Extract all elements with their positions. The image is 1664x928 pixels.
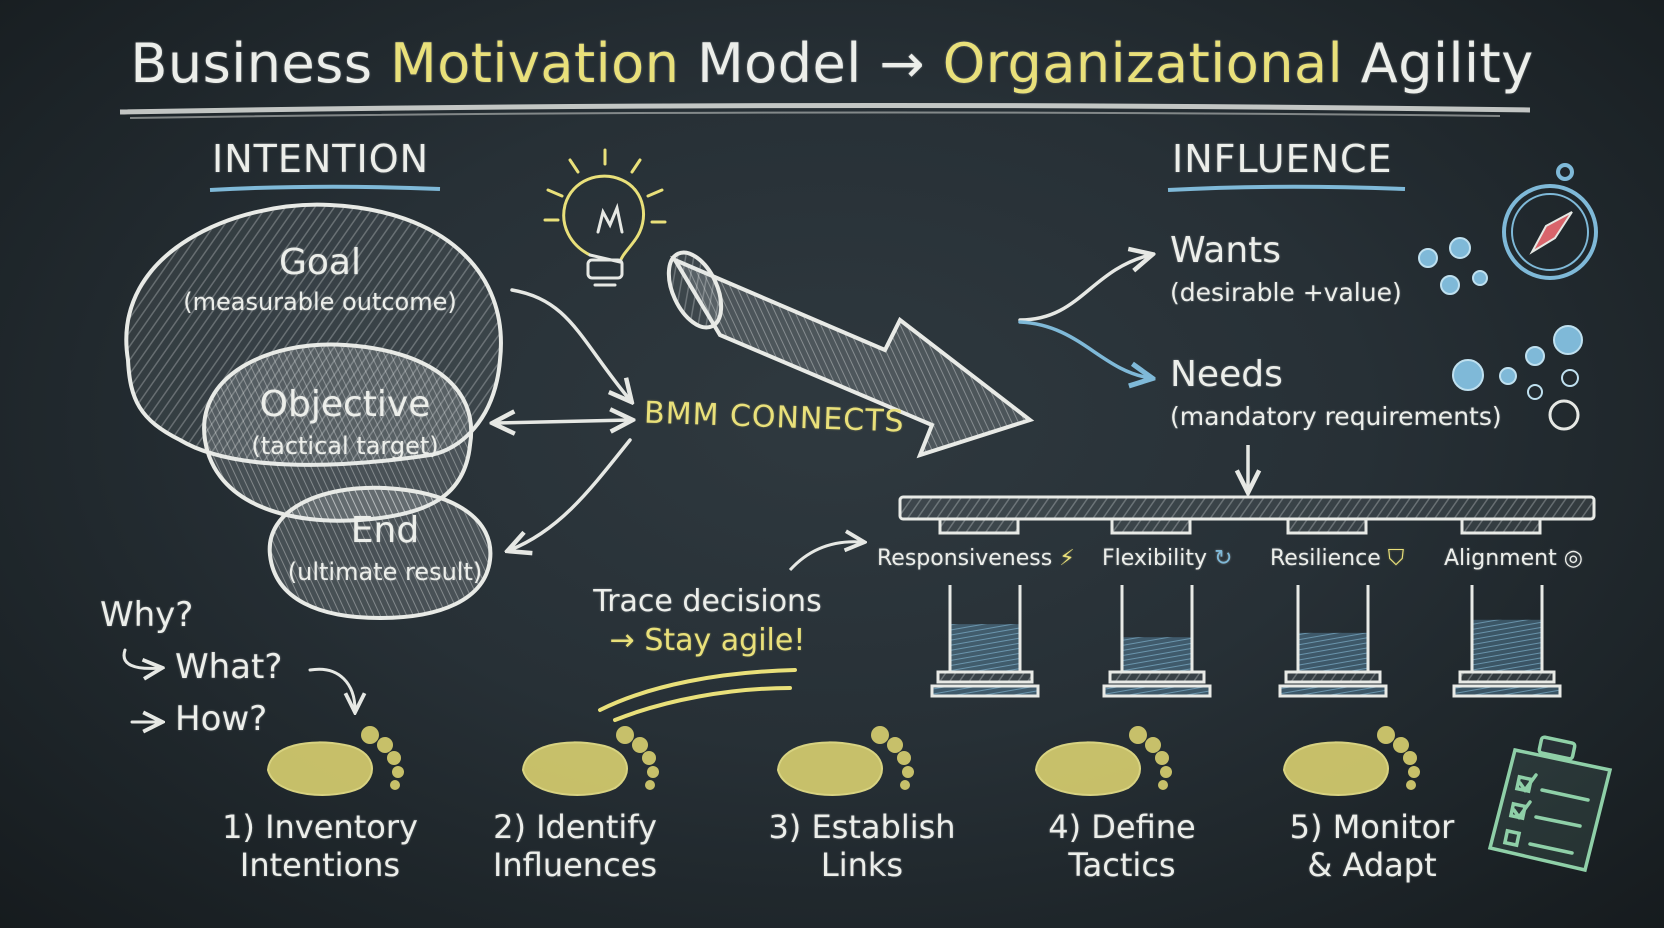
pillar-base (1284, 670, 1382, 684)
step-4-line-1: 4) Define (1048, 808, 1196, 846)
trace-arrow (788, 542, 862, 572)
flexibility-text: Flexibility (1102, 546, 1207, 571)
agility-label-alignment: Alignment ◎ (1444, 547, 1583, 570)
footprint-icon (1034, 726, 1172, 796)
step-4-line-2: Tactics (1068, 846, 1176, 885)
connect-arrows (495, 288, 630, 550)
shield-icon: ⛉ (1387, 546, 1405, 571)
intention-header: INTENTION (212, 137, 430, 181)
agility-label-resilience: Resilience ⛉ (1270, 547, 1404, 570)
step-3-line-1: 3) Establish (768, 808, 956, 846)
needs-label: Needs (1170, 354, 1283, 395)
lightbulb-icon (543, 148, 667, 287)
pillar-base (1108, 670, 1206, 684)
pillar-responsiveness (930, 585, 1040, 698)
pillar-plinth (1452, 684, 1562, 698)
end-label: End (350, 510, 420, 551)
pillar-alignment (1452, 585, 1562, 698)
objective-label: Objective (259, 384, 431, 425)
footprint-icon (266, 726, 404, 796)
step-1: 1) Inventory Intentions (200, 808, 440, 885)
footprint-icon (1282, 726, 1420, 796)
goal-label: Goal (279, 242, 361, 283)
target-icon: ◎ (1563, 546, 1583, 571)
step-3: 3) Establish Links (742, 808, 982, 885)
step-3-line-2: Links (820, 846, 904, 885)
step-1-line-2: Intentions (239, 846, 401, 885)
influence-underline (1167, 184, 1406, 192)
branch-arrows (1018, 255, 1150, 378)
page-title: Business Motivation Model → Organization… (0, 35, 1664, 93)
responsiveness-text: Responsiveness (877, 546, 1053, 571)
pillar-walls (1296, 585, 1370, 672)
pillar-level-fill (1472, 619, 1542, 672)
intention-underline (209, 184, 441, 192)
step-5: 5) Monitor & Adapt (1252, 808, 1492, 885)
pillar-plinth (1278, 684, 1388, 698)
pillar-platform (898, 495, 1596, 535)
step-2-line-1: 2) Identify (493, 808, 657, 846)
compass-icon (1502, 163, 1598, 280)
refresh-icon: ↻ (1214, 546, 1233, 571)
pillar-walls (948, 585, 1022, 672)
wants-label: Wants (1170, 230, 1282, 271)
pillar-base (936, 670, 1034, 684)
trace-underline (598, 668, 797, 722)
title-part-3: Model → (679, 32, 943, 95)
pillar-plinth (1102, 684, 1212, 698)
influence-header: INFLUENCE (1172, 137, 1393, 181)
wants-sublabel: (desirable +value) (1170, 278, 1402, 307)
agility-label-responsiveness: Responsiveness ⚡ (877, 547, 1075, 570)
what-question: What? (175, 647, 283, 687)
title-underline (119, 102, 1531, 115)
pillar-flexibility (1102, 585, 1212, 698)
footprints (266, 726, 1420, 796)
footprint-icon (521, 726, 659, 796)
lightning-icon: ⚡ (1059, 546, 1075, 571)
end-sublabel: (ultimate result) (287, 558, 483, 586)
step-1-line-1: 1) Inventory (222, 808, 418, 846)
pillar-base (1458, 670, 1556, 684)
pillar-level-fill (950, 624, 1020, 672)
title-part-2: Motivation (390, 32, 680, 95)
question-arrows (122, 648, 355, 722)
agility-label-flexibility: Flexibility ↻ (1102, 547, 1232, 570)
pillar-walls (1120, 585, 1194, 672)
trace-line-1: Trace decisions (593, 584, 822, 619)
trace-line-2-text: Stay agile! (644, 623, 806, 658)
step-2: 2) Identify Influences (455, 808, 695, 885)
why-question: Why? (100, 595, 194, 635)
bubbles-icon (1418, 237, 1583, 431)
needs-sublabel: (mandatory requirements) (1170, 402, 1502, 431)
pillar-level-fill (1298, 632, 1368, 672)
trace-line-2: → Stay agile! (609, 623, 806, 658)
alignment-text: Alignment (1444, 546, 1557, 571)
clipboard-checklist-icon (1487, 735, 1613, 873)
pillar-plinth (930, 684, 1040, 698)
step-2-line-2: Influences (492, 846, 658, 885)
objective-sublabel: (tactical target) (251, 432, 439, 460)
step-5-line-1: 5) Monitor (1289, 808, 1455, 846)
pillar-resilience (1278, 585, 1388, 698)
goal-objective-end-shapes (124, 202, 503, 621)
how-question: How? (175, 699, 268, 739)
step-4: 4) Define Tactics (1002, 808, 1242, 885)
goal-sublabel: (measurable outcome) (183, 288, 457, 316)
step-5-line-2: & Adapt (1307, 846, 1437, 885)
title-part-1: Business (130, 32, 391, 95)
title-part-4: Organizational (942, 32, 1344, 95)
footprint-icon (776, 726, 914, 796)
resilience-text: Resilience (1270, 546, 1381, 571)
agility-pillars (930, 585, 1562, 698)
title-part-5: Agility (1343, 32, 1534, 95)
pillar-walls (1470, 585, 1544, 672)
pillar-level-fill (1122, 637, 1192, 672)
big-arrow (666, 250, 1035, 459)
